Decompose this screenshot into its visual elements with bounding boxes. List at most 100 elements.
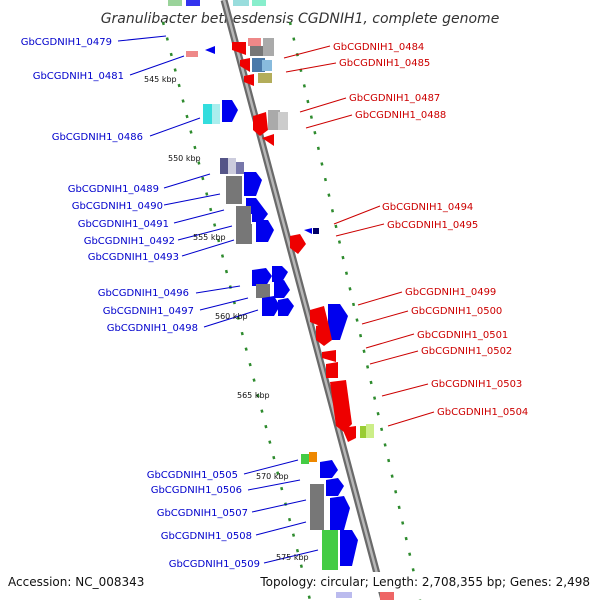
tick-label: 565 kbp [237, 391, 270, 400]
gene-label[interactable]: GbCGDNIH1_0491 [78, 219, 169, 230]
forward-gene-arrow [328, 304, 348, 340]
forward-gene-arrow [256, 220, 274, 242]
gene-label[interactable]: GbCGDNIH1_0479 [21, 37, 112, 48]
feature-block [258, 73, 272, 83]
reverse-gene-arrow [232, 42, 246, 55]
feature-block [309, 452, 317, 462]
feature-block [168, 0, 182, 6]
left-gene-labels: GbCGDNIH1_0479 GbCGDNIH1_0481 GbCGDNIH1_… [21, 37, 260, 570]
reverse-gene-arrow [262, 134, 274, 146]
gene-label[interactable]: GbCGDNIH1_0499 [405, 287, 496, 298]
feature-block [236, 206, 251, 224]
tick-label: 550 kbp [168, 154, 201, 163]
gene-label[interactable]: GbCGDNIH1_0500 [411, 306, 502, 317]
forward-gene-arrow [320, 460, 338, 478]
feature-block [228, 158, 236, 174]
feature-block [256, 284, 270, 298]
feature-block [186, 51, 198, 57]
gene-label[interactable]: GbCGDNIH1_0495 [387, 220, 478, 231]
forward-gene-arrow [274, 280, 290, 298]
gene-label[interactable]: GbCGDNIH1_0503 [431, 379, 522, 390]
left-ruler-line [161, 21, 312, 600]
gene-label[interactable]: GbCGDNIH1_0504 [437, 407, 528, 418]
gene-label[interactable]: GbCGDNIH1_0507 [157, 508, 248, 519]
forward-gene-arrow [252, 206, 268, 222]
backbone-highlight [222, 0, 386, 600]
feature-block [233, 0, 249, 6]
forward-gene-arrow [244, 172, 262, 196]
reverse-gene-arrow [253, 112, 268, 136]
reverse-gene-arrow [240, 58, 250, 72]
feature-block [360, 426, 368, 438]
reverse-gene-arrow [342, 426, 356, 442]
tick-label: 560 kbp [215, 312, 248, 321]
feature-block [262, 60, 272, 71]
forward-gene-arrow [262, 296, 280, 316]
forward-gene-arrow [278, 298, 294, 316]
gene-label[interactable]: GbCGDNIH1_0509 [169, 559, 260, 570]
gene-label[interactable]: GbCGDNIH1_0498 [107, 323, 198, 334]
feature-block [310, 484, 324, 530]
gene-label[interactable]: GbCGDNIH1_0489 [68, 184, 159, 195]
reverse-gene-arrow [330, 380, 352, 432]
right-ruler-line [288, 21, 422, 600]
footer-right-bg [256, 572, 600, 592]
gene-label[interactable]: GbCGDNIH1_0501 [417, 330, 508, 341]
feature-block [236, 162, 244, 174]
gene-label[interactable]: GbCGDNIH1_0496 [98, 288, 189, 299]
forward-gene-arrow [205, 46, 215, 54]
forward-gene-arrow [222, 100, 238, 122]
forward-gene-arrow [340, 530, 358, 566]
gene-label[interactable]: GbCGDNIH1_0488 [355, 110, 446, 121]
reverse-gene-arrow [316, 322, 332, 346]
topology-summary: Topology: circular; Length: 2,708,355 bp… [259, 575, 590, 589]
gene-label[interactable]: GbCGDNIH1_0497 [103, 306, 194, 317]
feature-block [186, 0, 200, 6]
gene-label[interactable]: GbCGDNIH1_0508 [161, 531, 252, 542]
map-title: Granulibacter bethesdensis CGDNIH1, comp… [101, 11, 500, 27]
gene-label[interactable]: GbCGDNIH1_0485 [339, 58, 430, 69]
ruler-tick-labels: 545 kbp 550 kbp 555 kbp 560 kbp 565 kbp … [144, 75, 309, 562]
tick-label: 570 kbp [256, 472, 289, 481]
feature-block [263, 38, 274, 56]
reverse-gene-arrow [322, 350, 336, 362]
reverse-gene-arrow [310, 306, 328, 326]
feature-block [226, 176, 242, 204]
feature-block [322, 530, 338, 570]
feature-block [278, 112, 288, 130]
tick-label: 555 kbp [193, 233, 226, 242]
accession-text: Accession: NC_008343 [8, 575, 144, 589]
gene-label[interactable]: GbCGDNIH1_0505 [147, 470, 238, 481]
gene-label[interactable]: GbCGDNIH1_0493 [88, 252, 179, 263]
gene-label[interactable]: GbCGDNIH1_0486 [52, 132, 143, 143]
gene-label[interactable]: GbCGDNIH1_0484 [333, 42, 424, 53]
reverse-gene-arrow [244, 74, 254, 86]
right-leader-lines [283, 45, 435, 427]
gene-label[interactable]: GbCGDNIH1_0506 [151, 485, 242, 496]
feature-block [250, 46, 263, 56]
gene-label[interactable]: GbCGDNIH1_0481 [33, 71, 124, 82]
feature-block [248, 38, 261, 46]
gene-label[interactable]: GbCGDNIH1_0502 [421, 346, 512, 357]
feature-block [366, 424, 374, 438]
feature-block [236, 224, 252, 244]
left-leader-lines [117, 35, 319, 564]
feature-block [313, 228, 319, 234]
feature-block [252, 58, 265, 72]
gene-label[interactable]: GbCGDNIH1_0490 [72, 201, 163, 212]
forward-gene-arrow [304, 228, 312, 234]
footer-left-bg [0, 572, 258, 592]
tick-label: 575 kbp [276, 553, 309, 562]
right-gene-labels: GbCGDNIH1_0484 GbCGDNIH1_0485 GbCGDNIH1_… [333, 42, 528, 418]
gene-label[interactable]: GbCGDNIH1_0494 [382, 202, 473, 213]
forward-gene-arrow [272, 266, 288, 282]
feature-block [252, 0, 266, 6]
gene-label[interactable]: GbCGDNIH1_0492 [84, 236, 175, 247]
feature-block [220, 158, 230, 174]
reverse-gene-arrow [290, 234, 306, 254]
feature-block [301, 454, 309, 464]
forward-gene-arrow [330, 496, 350, 530]
gene-label[interactable]: GbCGDNIH1_0487 [349, 93, 440, 104]
